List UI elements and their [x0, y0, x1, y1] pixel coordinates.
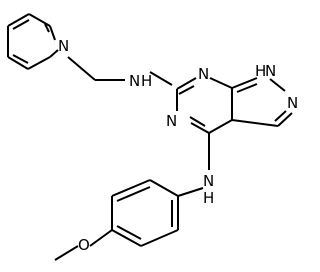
bond — [178, 85, 195, 95]
bond — [269, 78, 286, 92]
atom-label-pyrazole-nh: N — [265, 62, 276, 80]
bond — [44, 23, 50, 33]
bond — [177, 187, 204, 197]
anilino-linker — [177, 133, 210, 197]
pyridine-ring — [7, 13, 59, 70]
atom-label-anilino-n: N — [203, 172, 214, 190]
atom-label-pyrazole-n: N — [287, 94, 298, 112]
bond — [149, 71, 173, 86]
bond — [49, 49, 59, 58]
methylene-linker — [67, 56, 173, 86]
bond — [189, 116, 206, 127]
bond — [54, 245, 79, 261]
bond — [7, 56, 29, 70]
bond — [209, 77, 233, 89]
bond — [190, 122, 210, 134]
bond — [12, 19, 30, 30]
bond — [111, 229, 142, 247]
bond — [208, 119, 233, 134]
bond — [27, 56, 51, 70]
bond — [116, 186, 151, 202]
pyrimidine-ring — [176, 77, 233, 134]
atom-label-linker-n: N — [129, 72, 140, 90]
bond — [236, 83, 258, 93]
bond — [149, 179, 179, 197]
bond — [116, 225, 142, 240]
methoxy-group — [54, 229, 113, 261]
atom-label-pyridine-n: N — [58, 37, 69, 55]
bond — [7, 13, 30, 27]
atom-label-ring-n-upper: N — [198, 65, 209, 83]
atom-label-ring-n-lower: N — [166, 112, 177, 130]
bond — [111, 179, 151, 197]
bond — [67, 56, 96, 81]
bond — [12, 54, 29, 64]
atom-label-methoxy-o: O — [78, 236, 90, 254]
bond — [140, 229, 179, 247]
bond — [274, 110, 287, 122]
bond — [49, 25, 56, 41]
methoxyphenyl-ring — [111, 179, 179, 247]
bond — [176, 77, 197, 90]
atom-label-anilino-h: H — [203, 189, 214, 207]
atom-label-pyrazole-h: H — [255, 62, 266, 80]
bond — [231, 119, 279, 127]
pyrazole-ring — [231, 77, 293, 127]
atom-label-linker-h: H — [141, 72, 152, 90]
bond — [277, 112, 293, 127]
bond — [28, 13, 51, 27]
bond — [89, 229, 113, 247]
bond — [231, 77, 258, 89]
